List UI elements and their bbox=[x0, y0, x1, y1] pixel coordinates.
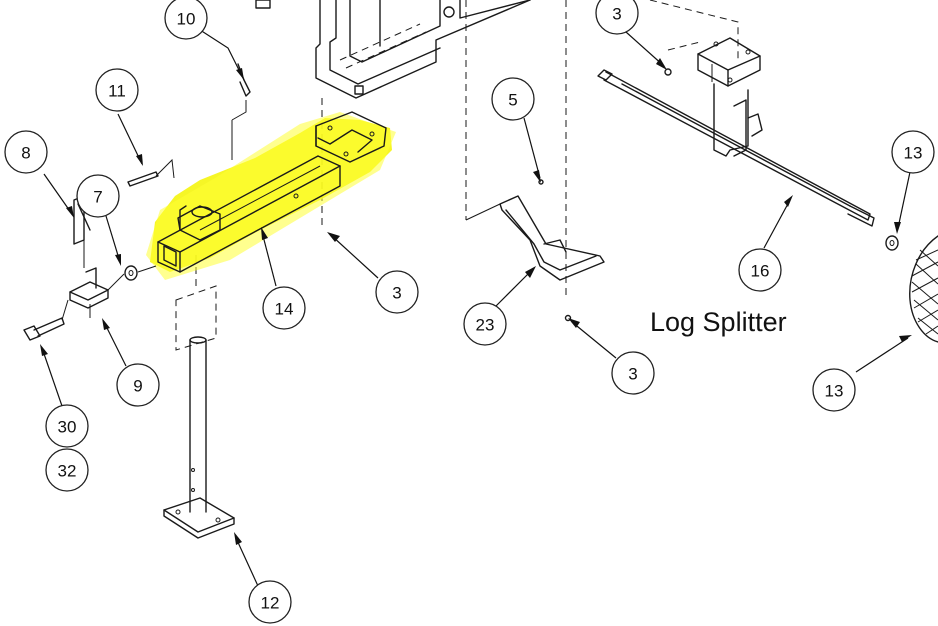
callout-14-label: 14 bbox=[275, 300, 294, 319]
callout-30: 30 bbox=[45, 404, 89, 448]
callout-14: 14 bbox=[262, 286, 306, 330]
callout-13-washer-label: 13 bbox=[904, 144, 923, 163]
callout-3-axle-label: 3 bbox=[612, 5, 621, 24]
callout-11: 11 bbox=[95, 68, 139, 112]
jack-stand-part-12 bbox=[163, 285, 235, 539]
tongue-bar-part-14 bbox=[157, 111, 387, 273]
bracket-part-23 bbox=[465, 179, 605, 322]
callout-12: 12 bbox=[248, 580, 292, 624]
axle-part-16 bbox=[597, 37, 875, 227]
callout-8-label: 8 bbox=[21, 144, 30, 163]
highlight-part-14 bbox=[146, 112, 396, 280]
callout-9-label: 9 bbox=[133, 377, 142, 396]
wheel-part-13 bbox=[885, 235, 938, 343]
callout-3-bracket-label: 3 bbox=[628, 365, 637, 384]
hitch-hardware bbox=[23, 158, 175, 341]
callout-7-label: 7 bbox=[93, 188, 102, 207]
callout-3-tongue-label: 3 bbox=[392, 284, 401, 303]
callout-3-axle: 3 bbox=[595, 0, 639, 35]
callout-leaders bbox=[40, 27, 912, 587]
callout-13-washer: 13 bbox=[891, 130, 935, 174]
callout-16: 16 bbox=[738, 248, 782, 292]
callout-32: 32 bbox=[45, 448, 89, 492]
callout-12-label: 12 bbox=[261, 594, 280, 613]
callout-13-wheel: 13 bbox=[812, 368, 856, 412]
diagram-title: Log Splitter bbox=[650, 307, 787, 337]
callout-30-label: 30 bbox=[58, 418, 77, 437]
callout-32-label: 32 bbox=[58, 462, 77, 481]
callout-9: 9 bbox=[116, 363, 160, 407]
main-frame-part bbox=[255, 0, 531, 99]
callout-8: 8 bbox=[4, 130, 48, 174]
clip-part-10 bbox=[231, 63, 251, 160]
callout-7: 7 bbox=[76, 174, 120, 218]
callout-11-label: 11 bbox=[108, 82, 126, 101]
callout-23: 23 bbox=[463, 302, 507, 346]
callout-3-bracket: 3 bbox=[611, 351, 655, 395]
callout-10-label: 10 bbox=[177, 10, 196, 29]
callout-10: 10 bbox=[164, 0, 208, 40]
callout-16-label: 16 bbox=[751, 262, 770, 281]
callout-3-tongue: 3 bbox=[375, 270, 419, 314]
callout-5: 5 bbox=[491, 77, 535, 121]
callout-13-wheel-label: 13 bbox=[825, 382, 844, 401]
callout-5-label: 5 bbox=[508, 91, 517, 110]
callout-23-label: 23 bbox=[476, 316, 495, 335]
